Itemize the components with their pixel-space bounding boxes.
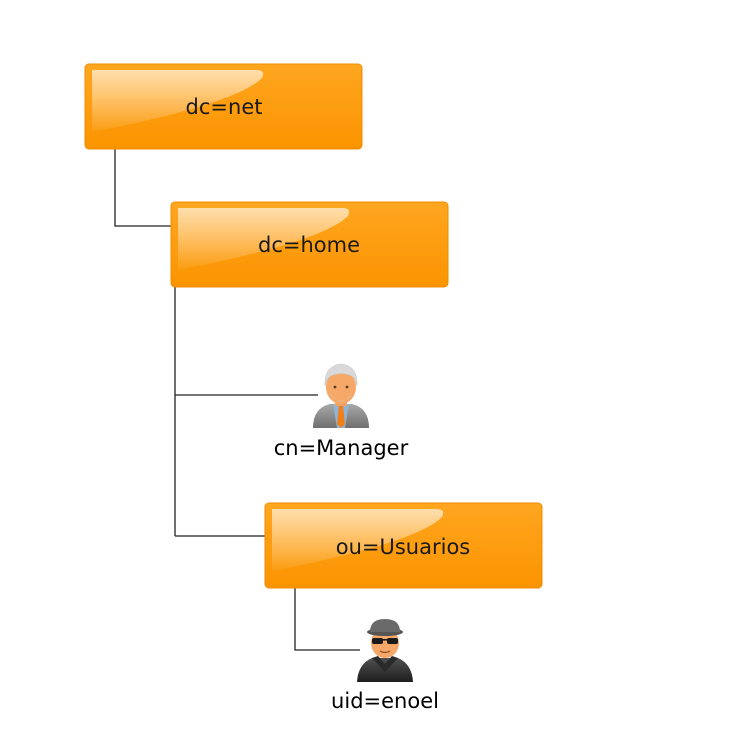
node-ou-usuarios[interactable]: ou=Usuarios bbox=[264, 502, 543, 589]
manager-person-icon[interactable] bbox=[313, 363, 369, 428]
person-label-cn-manager: cn=Manager bbox=[274, 436, 409, 460]
spy-person-icon[interactable] bbox=[357, 619, 413, 682]
connector-net-home bbox=[114, 149, 171, 227]
node-dc-net[interactable]: dc=net bbox=[84, 63, 363, 150]
node-label-dc-net: dc=net bbox=[186, 95, 263, 119]
connector-usuarios-enoel bbox=[294, 588, 360, 651]
node-label-dc-home: dc=home bbox=[258, 233, 360, 257]
node-label-ou-usuarios: ou=Usuarios bbox=[336, 535, 471, 559]
tree-connectors bbox=[114, 149, 360, 651]
node-dc-home[interactable]: dc=home bbox=[170, 201, 449, 288]
person-label-uid-enoel: uid=enoel bbox=[331, 689, 439, 713]
